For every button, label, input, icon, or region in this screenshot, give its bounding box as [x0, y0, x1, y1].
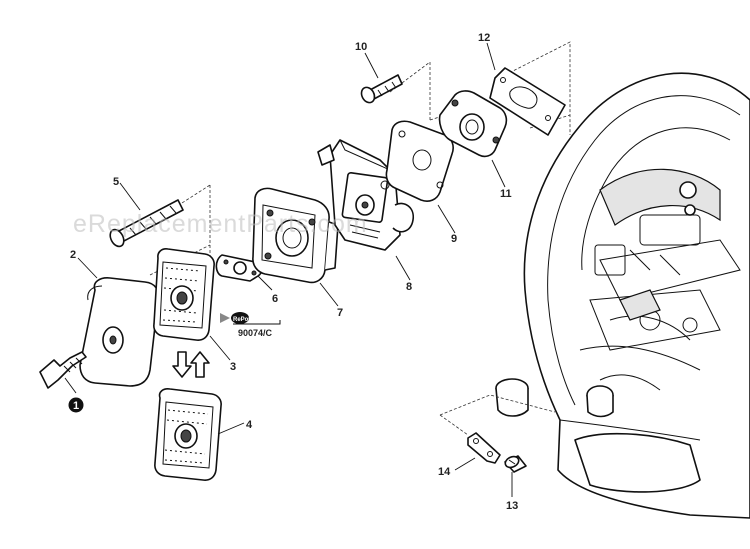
callout-7: 7	[337, 307, 343, 319]
callout-4: 4	[246, 419, 253, 431]
repower-logo: RePower 90074/C	[220, 312, 281, 338]
callout-labels: 5 2 1 3 4 6 7 8 9 10 11 12 13 14	[68, 32, 518, 512]
gasket-part-12	[489, 67, 566, 136]
wing-bolt-part-1	[39, 351, 87, 389]
watermark-text: eReplacementParts.com	[73, 210, 368, 238]
callout-5: 5	[113, 176, 119, 188]
up-down-arrows-icon	[172, 351, 210, 378]
insulator-part-11	[438, 90, 508, 158]
gasket-part-6	[215, 254, 263, 282]
callout-8: 8	[406, 281, 412, 293]
filter-element-part-4	[154, 388, 222, 481]
callout-2: 2	[70, 249, 76, 261]
callout-1: 1	[68, 397, 84, 413]
callout-6: 6	[272, 293, 278, 305]
engine-housing	[495, 72, 750, 519]
screw-part-13	[504, 455, 527, 473]
carburetor-part-8	[317, 139, 415, 251]
bolt-part-5	[109, 199, 184, 248]
callout-3: 3	[230, 361, 236, 373]
air-cleaner-cover-part-2	[79, 277, 160, 387]
callout-14: 14	[438, 466, 451, 478]
filter-element-part-3	[153, 248, 215, 341]
repower-code: 90074/C	[238, 328, 273, 338]
gasket-part-9	[385, 120, 454, 202]
air-box-base-part-7	[252, 187, 339, 284]
leader-lines	[64, 42, 513, 497]
callout-9: 9	[451, 233, 457, 245]
callout-11: 11	[500, 188, 512, 200]
clip-part-14	[467, 432, 501, 464]
repower-logo-text: RePower	[233, 317, 259, 323]
callout-1-text: 1	[73, 400, 79, 412]
callout-12: 12	[478, 32, 490, 44]
bolt-part-10	[360, 74, 403, 104]
callout-10: 10	[355, 41, 367, 53]
callout-13: 13	[506, 500, 518, 512]
